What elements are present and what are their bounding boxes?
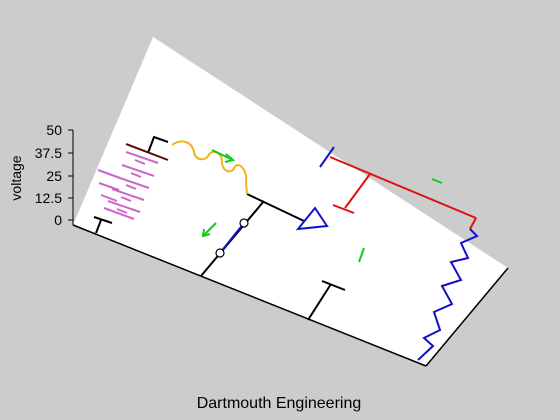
circuit-board: [73, 37, 508, 366]
blue-branch: [215, 218, 249, 258]
tick-label-37-5: 37.5: [35, 145, 62, 161]
red-wires: [329, 156, 477, 230]
current-arrow-icon: [431, 178, 443, 184]
tick-label-0: 0: [54, 212, 62, 228]
node-circle: [239, 218, 249, 228]
current-arrow-icon: [211, 149, 236, 163]
tick-label-12-5: 12.5: [35, 190, 62, 206]
node-circle: [215, 248, 225, 258]
current-arrow-icon: [358, 247, 365, 263]
caption: Dartmouth Engineering: [197, 395, 362, 412]
blue-tick: [319, 146, 335, 168]
battery-stack: [97, 151, 159, 220]
zigzag-resistor: [417, 228, 479, 361]
current-arrow-icon: [201, 222, 217, 238]
board-front-edge: [72, 224, 427, 367]
dark-red-wire: [125, 143, 169, 161]
black-wires: [93, 135, 346, 321]
tick-label-25: 25: [46, 168, 62, 184]
diode-triangle: [295, 206, 329, 231]
voltage-axis-label: voltage: [8, 155, 24, 200]
voltage-axis: 50 37.5 25 12.5 0 voltage: [8, 122, 74, 228]
board-right-edge: [425, 267, 509, 367]
tick-label-50: 50: [46, 122, 62, 138]
current-arrows: [201, 149, 443, 263]
